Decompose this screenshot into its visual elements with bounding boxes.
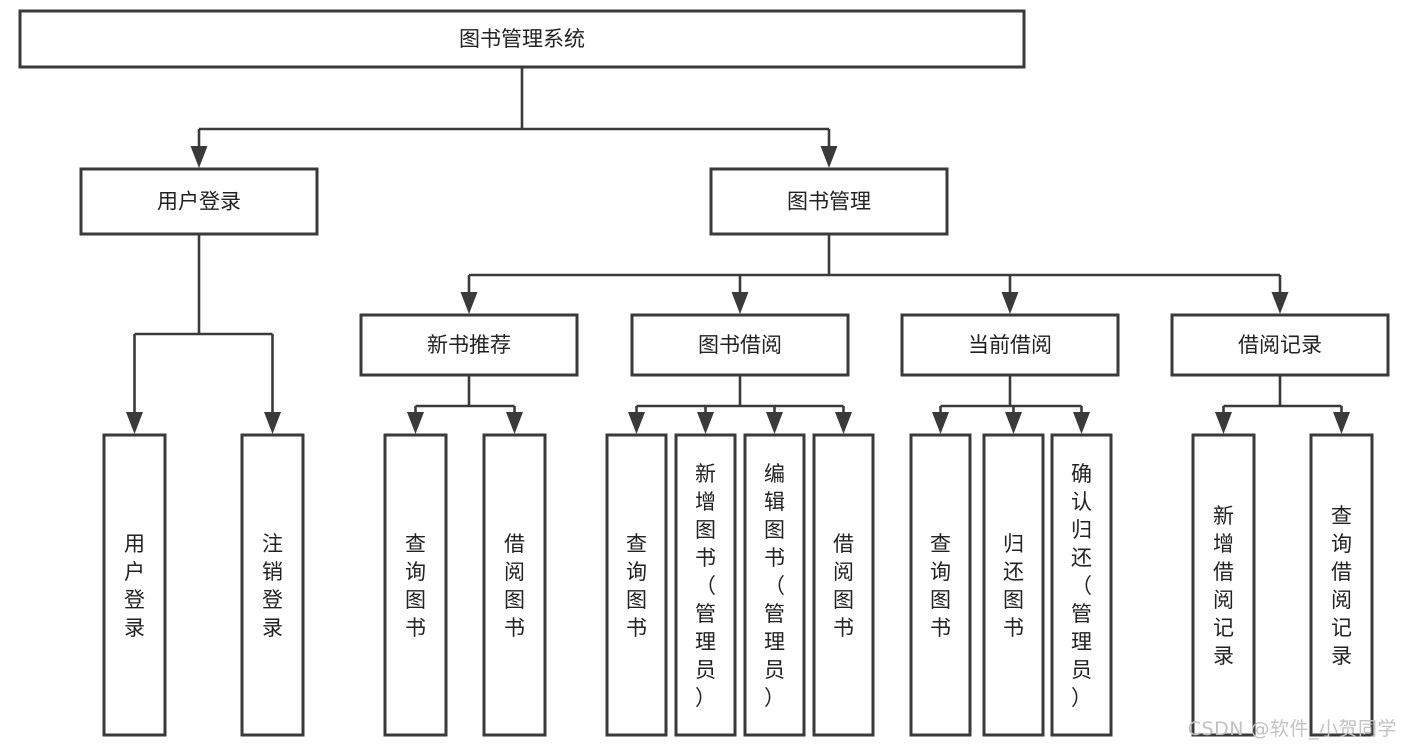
arrow-head-icon [1001,292,1019,314]
node-b2[interactable]: 新增图书（管理员） [674,433,737,737]
node-b1[interactable]: 查询图书 [605,433,668,737]
node-r1[interactable]: 新增借阅记录 [1191,433,1256,737]
arrow-head-icon [126,412,143,434]
node-label: 注销登录 [262,532,283,640]
node-label: 查询图书 [405,532,426,640]
arrow-head-icon [1215,412,1232,434]
node-box[interactable] [383,433,448,737]
edge-group [932,375,1090,434]
arrow-head-icon [1271,292,1289,314]
node-l2[interactable]: 注销登录 [240,433,305,737]
node-label: 新书推荐 [427,333,511,357]
node-label: 借阅图书 [504,532,525,640]
node-box[interactable] [630,313,850,377]
node-current[interactable]: 当前借阅 [900,313,1120,377]
node-label: 用户登录 [124,532,145,640]
node-records[interactable]: 借阅记录 [1170,313,1390,377]
node-box[interactable] [674,433,737,737]
arrow-head-icon [1073,412,1090,434]
arrow-head-icon [1333,412,1350,434]
node-label: 图书借阅 [698,333,782,357]
arrow-head-icon [407,412,424,434]
node-box[interactable] [482,433,547,737]
arrow-head-icon [460,292,478,314]
node-box[interactable] [982,433,1045,737]
node-box[interactable] [1170,313,1390,377]
node-label: 归还图书 [1003,532,1024,640]
node-newbook[interactable]: 新书推荐 [359,313,579,377]
node-box[interactable] [709,167,949,236]
node-box[interactable] [79,167,319,236]
arrow-head-icon [820,146,838,168]
node-box[interactable] [909,433,972,737]
node-label: 编辑图书（管理员） [764,462,785,710]
node-label: 新增图书（管理员） [695,462,716,710]
node-label: 查询图书 [626,532,647,640]
node-label: 借阅图书 [833,532,854,640]
node-box[interactable] [1309,433,1374,737]
edge-group [460,234,1289,314]
node-box[interactable] [102,433,167,737]
node-layer: 图书管理系统用户登录图书管理新书推荐图书借阅当前借阅借阅记录用户登录注销登录查询… [18,9,1390,737]
node-c1[interactable]: 查询图书 [909,433,972,737]
node-c3[interactable]: 确认归还（管理员） [1050,433,1113,737]
arrow-head-icon [697,412,714,434]
node-label: 确认归还（管理员） [1071,462,1092,710]
arrow-head-icon [766,412,783,434]
node-label: 借阅记录 [1238,333,1322,357]
node-box[interactable] [240,433,305,737]
node-label: 图书管理 [787,190,871,214]
node-box[interactable] [900,313,1120,377]
arrow-head-icon [835,412,852,434]
node-label: 查询借阅记录 [1331,504,1352,668]
arrow-head-icon [264,412,281,434]
edge-group [126,234,281,434]
node-box[interactable] [812,433,875,737]
arrow-head-icon [731,292,749,314]
edge-group [1215,375,1350,434]
arrow-head-icon [190,146,208,168]
node-box[interactable] [1050,433,1113,737]
arrow-head-icon [932,412,949,434]
edge-group [190,67,838,168]
node-label: 用户登录 [157,190,241,214]
arrow-head-icon [1005,412,1022,434]
node-label: 查询图书 [930,532,951,640]
node-borrow[interactable]: 图书借阅 [630,313,850,377]
node-login[interactable]: 用户登录 [79,167,319,236]
node-bookmgmt[interactable]: 图书管理 [709,167,949,236]
node-r2[interactable]: 查询借阅记录 [1309,433,1374,737]
node-b3[interactable]: 编辑图书（管理员） [743,433,806,737]
node-c2[interactable]: 归还图书 [982,433,1045,737]
node-box[interactable] [359,313,579,377]
node-b4[interactable]: 借阅图书 [812,433,875,737]
node-box[interactable] [743,433,806,737]
node-box[interactable] [18,9,1026,69]
node-label: 当前借阅 [968,333,1052,357]
edge-layer [126,67,1350,434]
node-box[interactable] [605,433,668,737]
edge-group [407,375,523,434]
arrow-head-icon [506,412,523,434]
node-box[interactable] [1191,433,1256,737]
node-l1[interactable]: 用户登录 [102,433,167,737]
node-root[interactable]: 图书管理系统 [18,9,1026,69]
node-n2[interactable]: 借阅图书 [482,433,547,737]
edge-group [628,375,852,434]
arrow-head-icon [628,412,645,434]
node-n1[interactable]: 查询图书 [383,433,448,737]
node-label: 图书管理系统 [459,27,585,51]
node-label: 新增借阅记录 [1213,504,1234,668]
